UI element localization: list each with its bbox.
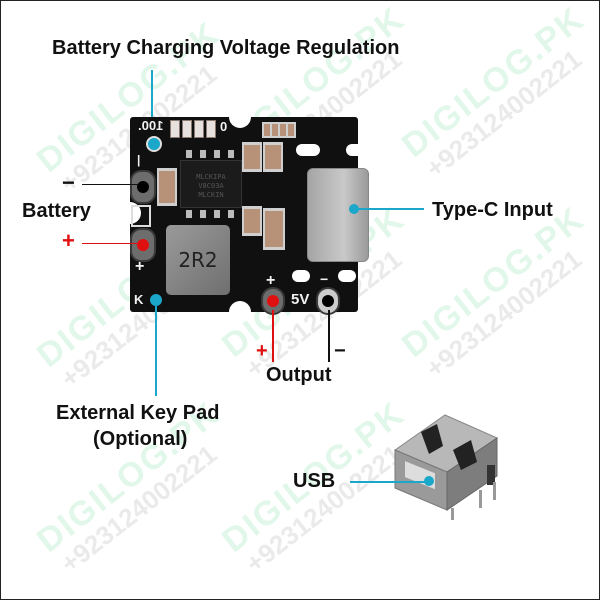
output-minus-sign: − <box>334 340 346 362</box>
label-usb: USB <box>293 470 336 492</box>
smd-capacitor <box>263 142 283 172</box>
ic-pin <box>186 210 192 218</box>
label-optional: (Optional) <box>93 428 188 450</box>
battery-level-led <box>182 120 192 138</box>
battery-level-led <box>170 120 180 138</box>
pad-hole <box>267 295 279 307</box>
battery-negative-pad <box>130 170 156 204</box>
ic-pin <box>186 150 192 158</box>
label-type-c-input: Type-C Input <box>432 199 553 221</box>
ic-pin <box>200 150 206 158</box>
callout-line-battery-positive <box>82 243 138 244</box>
callout-line-type-c <box>358 208 424 210</box>
inductor-2r2: 2R2 <box>166 225 230 295</box>
callout-line-output-positive <box>272 310 274 362</box>
smd-capacitor <box>157 168 177 206</box>
pcb-marking-square <box>131 205 151 227</box>
voltage-regulation-pad <box>146 136 162 152</box>
pcb-marking-5v: 5V <box>291 291 310 308</box>
pcb-marking-plus-battery: + <box>135 258 145 275</box>
label-battery: Battery <box>22 200 91 222</box>
pcb-marking-minus-battery: | <box>137 153 141 167</box>
callout-line-usb <box>350 481 426 483</box>
ic-pin <box>214 210 220 218</box>
callout-line-regulation <box>151 70 153 142</box>
pcb-marking-minus-output: − <box>320 271 329 287</box>
pcb-marking-k: K <box>134 292 144 307</box>
pcb-marking-100: 100. <box>138 118 164 133</box>
callout-line-key-pad <box>155 306 157 396</box>
smd-capacitor <box>242 206 262 236</box>
ic-pin <box>228 150 234 158</box>
smd-capacitor <box>242 142 262 172</box>
ic-pin <box>214 150 220 158</box>
smd-resistor <box>286 122 296 138</box>
pad-hole <box>137 181 149 193</box>
label-external-key-pad: External Key Pad <box>56 402 220 424</box>
pad-hole <box>137 239 149 251</box>
ic-pin <box>228 210 234 218</box>
key-pad-dot <box>150 294 162 306</box>
battery-plus-sign: + <box>62 228 75 253</box>
type-c-connector <box>307 168 369 262</box>
label-output: Output <box>266 364 332 386</box>
title-battery-charging-voltage-regulation: Battery Charging Voltage Regulation <box>52 37 400 59</box>
pcb-slot <box>338 270 356 282</box>
pcb-marking-plus-output: + <box>266 272 276 289</box>
output-positive-pad <box>261 287 285 315</box>
usb-callout-dot <box>424 476 434 486</box>
callout-line-battery-negative <box>82 184 138 185</box>
callout-line-output-negative <box>328 310 330 362</box>
mounting-notch-bottom <box>229 301 251 323</box>
smd-capacitor <box>263 208 285 250</box>
battery-level-led <box>194 120 204 138</box>
mounting-notch-left <box>127 202 141 224</box>
type-c-callout-dot <box>349 204 359 214</box>
usb-a-connector <box>393 414 499 520</box>
output-plus-sign: + <box>256 340 268 362</box>
battery-minus-sign: − <box>62 170 75 195</box>
battery-level-led <box>206 120 216 138</box>
pcb-marking-0: 0 <box>220 119 228 134</box>
pcb-slot <box>346 144 364 156</box>
ic-pin <box>200 210 206 218</box>
battery-positive-pad <box>130 228 156 262</box>
pcb-slot <box>292 270 310 282</box>
pcb-slot <box>296 144 320 156</box>
pad-hole <box>322 295 334 307</box>
mounting-notch-top <box>229 106 251 128</box>
